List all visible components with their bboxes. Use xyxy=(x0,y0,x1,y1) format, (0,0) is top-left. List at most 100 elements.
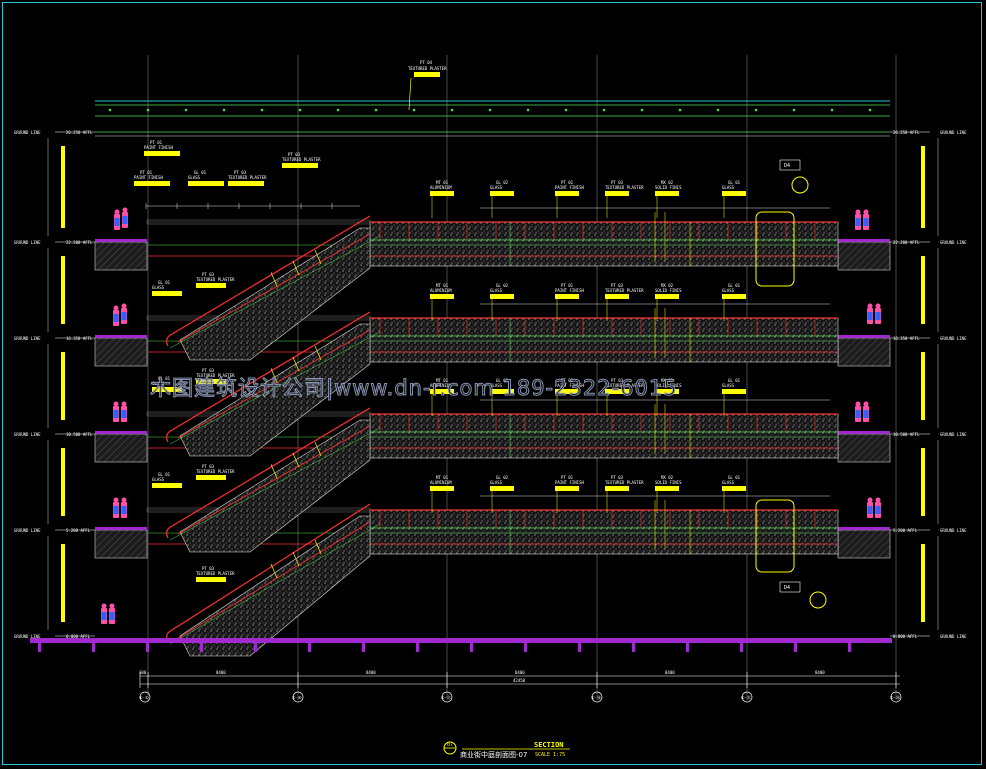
material-swatch xyxy=(490,191,514,196)
material-name: ALUMINIUM xyxy=(430,288,452,293)
material-code: MX 02 xyxy=(661,378,674,383)
slab-left xyxy=(94,337,148,367)
material-swatch xyxy=(605,191,629,196)
material-code: GL 02 xyxy=(496,378,509,383)
escalator-flight xyxy=(166,311,381,457)
material-code: GL 01 xyxy=(194,170,207,175)
level-tag-right: GROUND LINE xyxy=(940,432,967,437)
level-elev-left: 10.500 AFFL xyxy=(66,432,93,437)
roof-fixing xyxy=(716,108,720,112)
slab-right xyxy=(837,337,891,367)
footing xyxy=(524,643,527,652)
person-clothing xyxy=(875,312,881,320)
person-head xyxy=(114,209,120,215)
level-tag-right: GROUND LINE xyxy=(940,528,967,533)
material-name: SOLID FINIS xyxy=(655,480,682,485)
level-bar xyxy=(921,256,925,324)
material-name: TEXTURED PLASTER xyxy=(196,571,235,576)
escalator-handrail xyxy=(177,329,371,439)
ground-base xyxy=(30,638,892,652)
roof-fixing xyxy=(184,108,188,112)
person-head xyxy=(113,497,119,503)
bridge-band xyxy=(369,221,839,267)
first-offset: 300 xyxy=(139,670,147,675)
person-clothing xyxy=(122,216,128,224)
material-name: TEXTURED PLASTER xyxy=(605,383,644,388)
material-name: TEXTURED PLASTER xyxy=(196,469,235,474)
level-tag-right: GROUND LINE xyxy=(940,130,967,135)
person-head xyxy=(113,305,119,311)
slab-right xyxy=(837,241,891,271)
material-code: GL 02 xyxy=(496,180,509,185)
person-clothing xyxy=(113,314,119,322)
material-code: MX 02 xyxy=(661,180,674,185)
escalator-handrail xyxy=(171,215,371,335)
material-swatch xyxy=(655,389,679,394)
person-figure xyxy=(863,401,869,422)
material-swatch xyxy=(655,486,679,491)
level-bar xyxy=(61,544,65,622)
slab-right xyxy=(837,433,891,463)
grid-label: ①-㉖ xyxy=(890,694,900,700)
level-elev-right: 26.250 AFFL xyxy=(893,130,920,135)
material-code: PT 03 xyxy=(202,566,215,571)
material-swatch xyxy=(134,181,170,186)
grid-bubbles xyxy=(139,691,902,703)
footing xyxy=(308,643,311,652)
footing xyxy=(578,643,581,652)
material-swatch xyxy=(188,181,224,186)
person-figure xyxy=(122,207,128,228)
material-code: GL 01 xyxy=(158,280,171,285)
person-clothing xyxy=(867,312,873,320)
level-tag-left: GROUND LINE xyxy=(14,240,41,245)
person-figure xyxy=(101,603,107,624)
person-head xyxy=(121,497,127,503)
grid-dimension: 8400 xyxy=(366,670,376,675)
slab-left xyxy=(94,241,148,271)
footing xyxy=(38,643,41,652)
person-clothing xyxy=(113,506,119,514)
person-figure xyxy=(113,401,119,422)
material-code: PT 01 xyxy=(561,475,574,480)
roof-tag: PT 04 TEXTURED PLASTER xyxy=(408,60,447,111)
roof-fixing xyxy=(450,108,454,112)
level-elev-right: 10.500 AFFL xyxy=(893,432,920,437)
material-name: GLASS xyxy=(722,185,735,190)
material-swatch xyxy=(722,191,746,196)
escalator-dim xyxy=(270,368,278,383)
material-swatch xyxy=(282,163,318,168)
roof-fixing xyxy=(412,108,416,112)
level-bar xyxy=(61,352,65,420)
floor-finish-right xyxy=(838,431,890,434)
roof-fixing xyxy=(678,108,682,112)
material-code: PT 01 xyxy=(561,180,574,185)
material-name: TEXTURED PLASTER xyxy=(228,175,267,180)
person-head xyxy=(875,303,881,309)
person-figure xyxy=(855,209,861,230)
person-clothing xyxy=(109,612,115,620)
person-figure xyxy=(867,303,873,324)
grid-label: ①-⑥ xyxy=(292,695,302,700)
level-elev-left: 26.250 AFFL xyxy=(66,130,93,135)
roof-fixings xyxy=(108,108,872,112)
floor-slab xyxy=(94,495,891,559)
person-clothing xyxy=(867,506,873,514)
material-code: GL 01 xyxy=(728,283,741,288)
person-clothing xyxy=(121,312,127,320)
escalator-handrail xyxy=(171,407,371,527)
escalator-line xyxy=(169,235,381,349)
footing xyxy=(794,643,797,652)
person-head xyxy=(121,401,127,407)
level-bar xyxy=(921,146,925,228)
roof-fixing xyxy=(868,108,872,112)
